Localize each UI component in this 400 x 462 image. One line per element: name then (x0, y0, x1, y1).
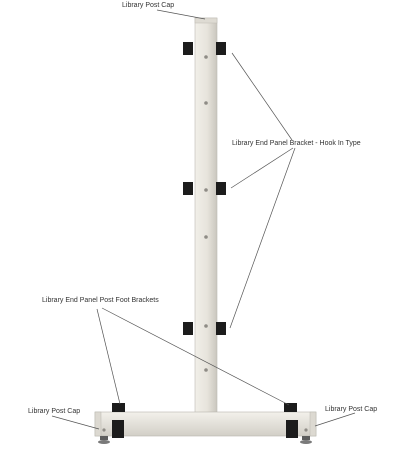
vertical-post (194, 17, 218, 414)
end-panel-brackets (183, 42, 226, 335)
top-post-cap-label: Library Post Cap (122, 2, 175, 9)
post-hole (204, 55, 208, 59)
base-hole (304, 428, 308, 432)
post-hole (204, 235, 208, 239)
leveling-foot-left (100, 436, 108, 440)
leader-line-foot-left (96, 308, 121, 405)
leader-line-right-cap (314, 412, 356, 427)
foot-brackets-label: Library End Panel Post Foot Brackets (42, 297, 159, 304)
end-panel-bracket-left-bottom (183, 322, 193, 335)
end-panel-bracket-right-middle (216, 182, 226, 195)
base-hole (102, 428, 106, 432)
end-panel-bracket-right-top (216, 42, 226, 55)
foot-bracket-right-side (286, 420, 298, 438)
leader-line-left-cap (51, 415, 100, 430)
post-hole (204, 188, 208, 192)
end-panel-bracket-label: Library End Panel Bracket - Hook In Type (232, 140, 361, 147)
leveling-foot-right (302, 436, 310, 440)
end-panel-bracket-left-middle (183, 182, 193, 195)
leader-line-top-cap (156, 9, 206, 20)
foot-bracket-right-top (284, 403, 297, 412)
left-post-cap-label: Library Post Cap (28, 408, 81, 415)
leader-line-bracket-top (231, 52, 293, 141)
leader-line-foot-right (101, 307, 290, 406)
foot-bracket-left-side (112, 420, 124, 438)
right-post-cap (309, 411, 317, 437)
end-panel-bracket-left-top (183, 42, 193, 55)
leveling-foot-right-pad (300, 440, 312, 444)
post-hole (204, 368, 208, 372)
post-base (94, 411, 317, 444)
leader-lines (51, 9, 356, 430)
post-hole (204, 101, 208, 105)
leader-line-bracket-middle (230, 147, 294, 189)
foot-bracket-left-top (112, 403, 125, 412)
leader-line-bracket-bottom (229, 147, 296, 329)
right-post-cap-label: Library Post Cap (325, 406, 378, 413)
top-post-cap (194, 17, 218, 24)
end-panel-bracket-right-bottom (216, 322, 226, 335)
post-hole (204, 324, 208, 328)
foot-brackets (112, 403, 298, 438)
left-post-cap (94, 411, 102, 437)
leveling-foot-left-pad (98, 440, 110, 444)
